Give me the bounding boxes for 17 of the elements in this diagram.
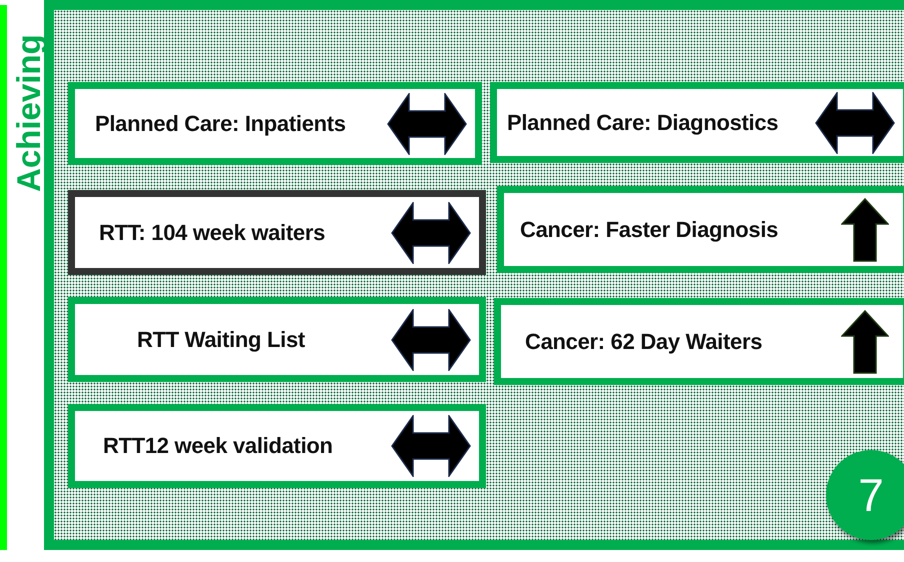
metric-label: Planned Care: Inpatients (95, 110, 346, 136)
dotted-panel (44, 0, 904, 550)
page-number-badge: 7 (826, 450, 904, 540)
metric-label: Cancer: 62 Day Waiters (525, 328, 762, 354)
metric-label: Cancer: Faster Diagnosis (520, 216, 778, 242)
status-card (490, 82, 904, 163)
status-card (68, 297, 486, 382)
status-card (497, 186, 904, 273)
vertical-heading: Achieving (10, 34, 48, 192)
metric-label: RTT: 104 week waiters (99, 220, 326, 246)
status-card (68, 404, 486, 488)
status-card (68, 82, 482, 165)
metric-label: Planned Care: Diagnostics (507, 110, 778, 136)
status-card (494, 298, 904, 385)
metric-label: RTT Waiting List (137, 326, 305, 352)
metric-label: RTT12 week validation (103, 433, 333, 459)
status-card (68, 190, 486, 275)
